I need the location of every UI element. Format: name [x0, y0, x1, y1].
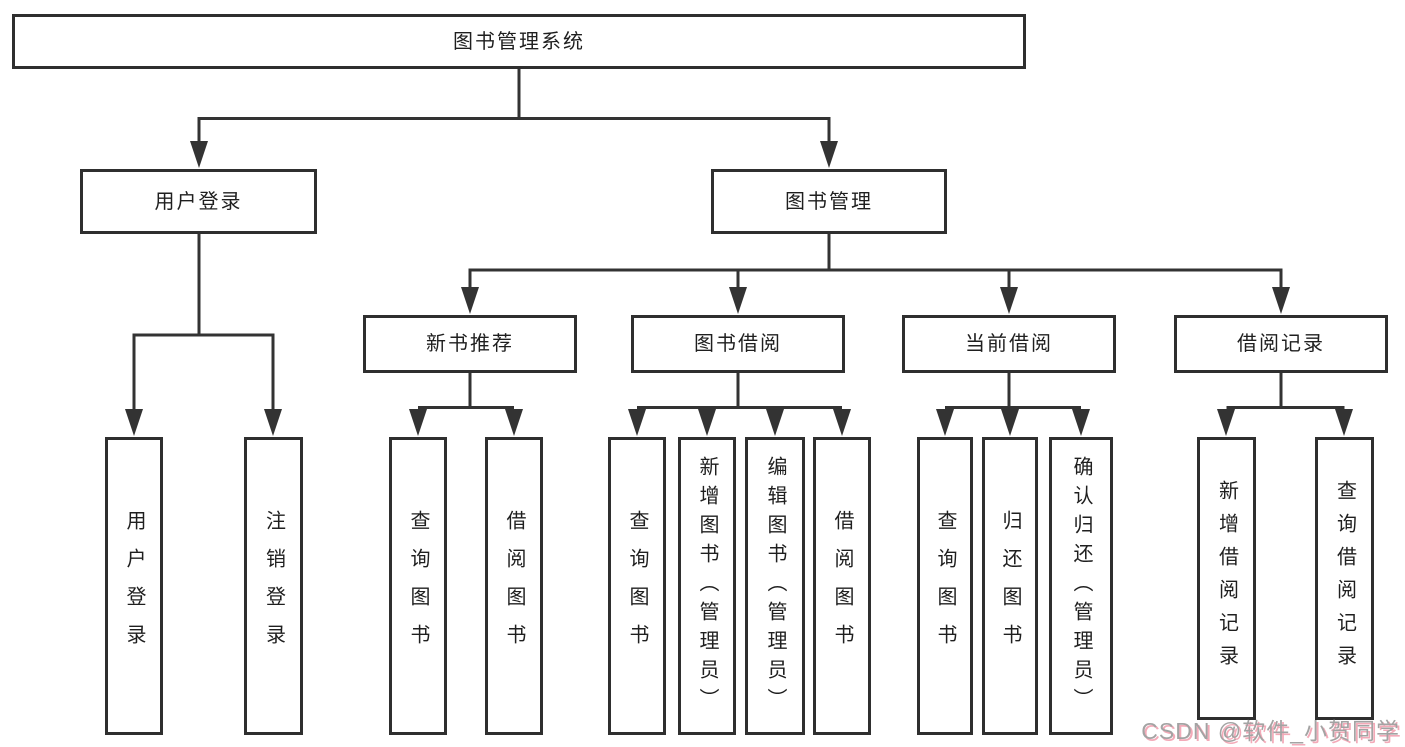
node-user-login: 用户登录	[80, 169, 317, 234]
node-library-system: 图书管理系统	[12, 14, 1026, 69]
node-current-borrowing: 当前借阅	[902, 315, 1116, 373]
leaf-logout: 注销登录	[244, 437, 303, 735]
leaf-recommend-query-books: 查询图书	[389, 437, 447, 735]
arrowhead-down-icon	[936, 409, 1090, 436]
leaf-user-login: 用户登录	[105, 437, 163, 735]
arrowhead-down-icon	[125, 409, 282, 436]
connector-currentborrow-to-leaves	[945, 371, 1081, 409]
arrowhead-down-icon	[1217, 409, 1353, 436]
leaf-borrow-books: 借阅图书	[813, 437, 871, 735]
leaf-confirm-return-admin: 确认归还（管理员）	[1049, 437, 1113, 735]
leaf-query-borrow-record: 查询借阅记录	[1315, 437, 1374, 720]
connector-bookborrow-to-leaves	[637, 371, 842, 409]
node-new-book-recommend: 新书推荐	[363, 315, 577, 373]
leaf-return-books: 归还图书	[982, 437, 1038, 735]
leaf-edit-books-admin: 编辑图书（管理员）	[745, 437, 805, 735]
arrowhead-down-icon	[461, 287, 1290, 314]
node-book-management: 图书管理	[711, 169, 947, 234]
connector-bookmgmt-to-level3	[468, 232, 1283, 288]
leaf-current-query-books: 查询图书	[917, 437, 973, 735]
connector-records-to-leaves	[1226, 371, 1345, 409]
leaf-borrow-query-books: 查询图书	[608, 437, 666, 735]
node-borrowing-records: 借阅记录	[1174, 315, 1388, 373]
connector-newbooks-to-leaves	[418, 371, 514, 409]
arrowhead-down-icon	[628, 409, 851, 436]
connector-userlogin-to-leaves	[132, 232, 275, 410]
arrowhead-down-icon	[190, 141, 838, 168]
node-book-borrowing: 图书借阅	[631, 315, 845, 373]
arrowhead-down-icon	[409, 409, 523, 436]
connector-root-to-level2	[197, 67, 831, 142]
csdn-watermark: CSDN @软件_小贺同学	[1141, 718, 1400, 744]
leaf-recommend-borrow-books: 借阅图书	[485, 437, 543, 735]
leaf-add-borrow-record: 新增借阅记录	[1197, 437, 1256, 720]
leaf-add-books-admin: 新增图书（管理员）	[678, 437, 736, 735]
